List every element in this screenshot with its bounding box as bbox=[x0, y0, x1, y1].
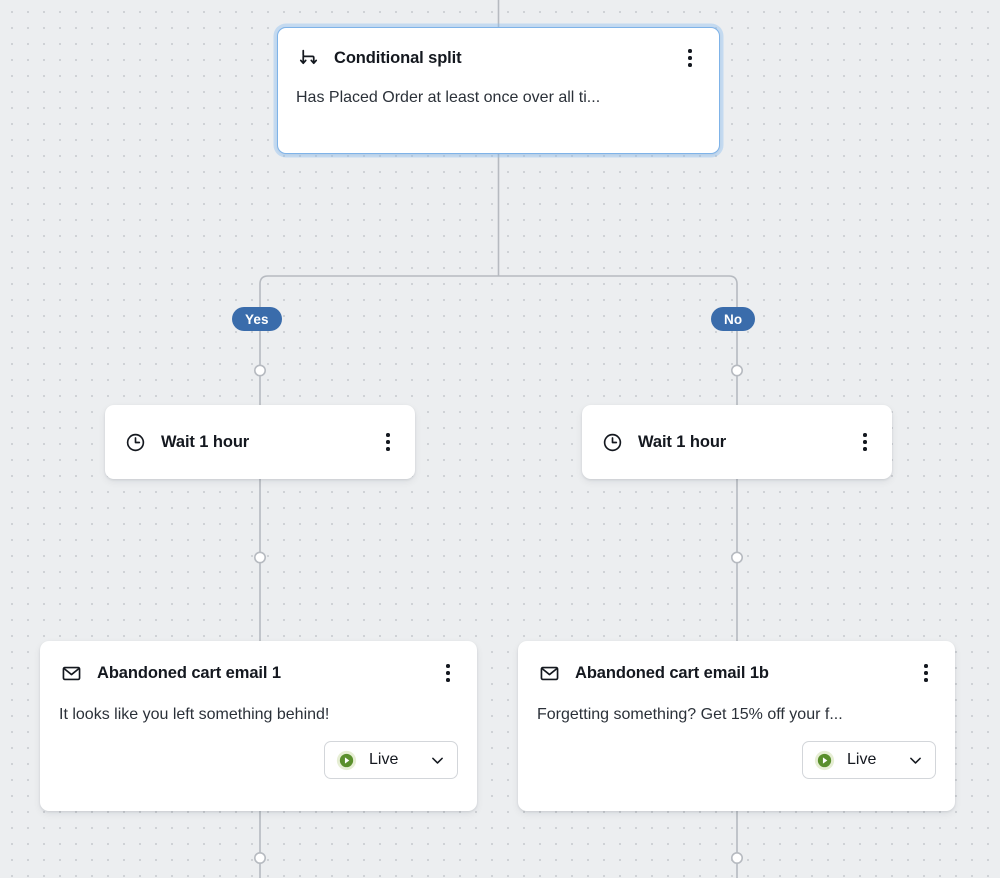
chevron-down-icon bbox=[429, 752, 446, 769]
envelope-icon bbox=[59, 661, 83, 685]
clock-icon bbox=[600, 430, 624, 454]
kebab-menu-icon[interactable] bbox=[915, 660, 937, 686]
node-header: Abandoned cart email 1 bbox=[40, 641, 477, 686]
node-description: Has Placed Order at least once over all … bbox=[296, 89, 601, 106]
node-wait-yes[interactable]: Wait 1 hour bbox=[105, 405, 415, 479]
kebab-menu-icon[interactable] bbox=[854, 429, 876, 455]
play-circle-icon bbox=[814, 750, 835, 771]
branch-label-yes[interactable]: Yes bbox=[232, 307, 282, 331]
connector-joint-no bbox=[730, 364, 743, 377]
node-header: Wait 1 hour bbox=[105, 405, 415, 479]
node-conditional-split[interactable]: Conditional split Has Placed Order at le… bbox=[277, 27, 720, 154]
node-header: Conditional split bbox=[278, 28, 719, 71]
status-bar: Live bbox=[40, 724, 477, 779]
connector-joint-yes bbox=[254, 364, 267, 377]
node-wait-no[interactable]: Wait 1 hour bbox=[582, 405, 892, 479]
wire-branch-bar bbox=[259, 275, 738, 341]
node-description: It looks like you left something behind! bbox=[59, 706, 330, 723]
node-header: Abandoned cart email 1b bbox=[518, 641, 955, 686]
node-title: Conditional split bbox=[334, 48, 462, 67]
clock-icon bbox=[123, 430, 147, 454]
status-dropdown-live[interactable]: Live bbox=[802, 741, 936, 779]
node-title: Abandoned cart email 1 bbox=[97, 663, 281, 682]
kebab-menu-icon[interactable] bbox=[679, 45, 701, 71]
node-header: Wait 1 hour bbox=[582, 405, 892, 479]
connector-joint-wait-left bbox=[254, 551, 267, 564]
connector-joint-email-right bbox=[730, 851, 743, 864]
node-description: Forgetting something? Get 15% off your f… bbox=[537, 706, 843, 723]
connector-joint-email-left bbox=[254, 851, 267, 864]
connector-joint-wait-right bbox=[730, 551, 743, 564]
play-circle-icon bbox=[336, 750, 357, 771]
node-title: Wait 1 hour bbox=[161, 432, 250, 451]
status-label: Live bbox=[847, 751, 877, 768]
kebab-menu-icon[interactable] bbox=[377, 429, 399, 455]
node-title: Wait 1 hour bbox=[638, 432, 727, 451]
chevron-down-icon bbox=[907, 752, 924, 769]
status-bar: Live bbox=[518, 724, 955, 779]
branch-label-no[interactable]: No bbox=[711, 307, 756, 331]
node-email-abandoned-cart-1[interactable]: Abandoned cart email 1 It looks like you… bbox=[40, 641, 477, 811]
status-dropdown-live[interactable]: Live bbox=[324, 741, 458, 779]
envelope-icon bbox=[537, 661, 561, 685]
node-title: Abandoned cart email 1b bbox=[575, 663, 769, 682]
conditional-split-icon bbox=[296, 46, 320, 70]
status-label: Live bbox=[369, 751, 399, 768]
kebab-menu-icon[interactable] bbox=[437, 660, 459, 686]
node-email-abandoned-cart-1b[interactable]: Abandoned cart email 1b Forgetting somet… bbox=[518, 641, 955, 811]
